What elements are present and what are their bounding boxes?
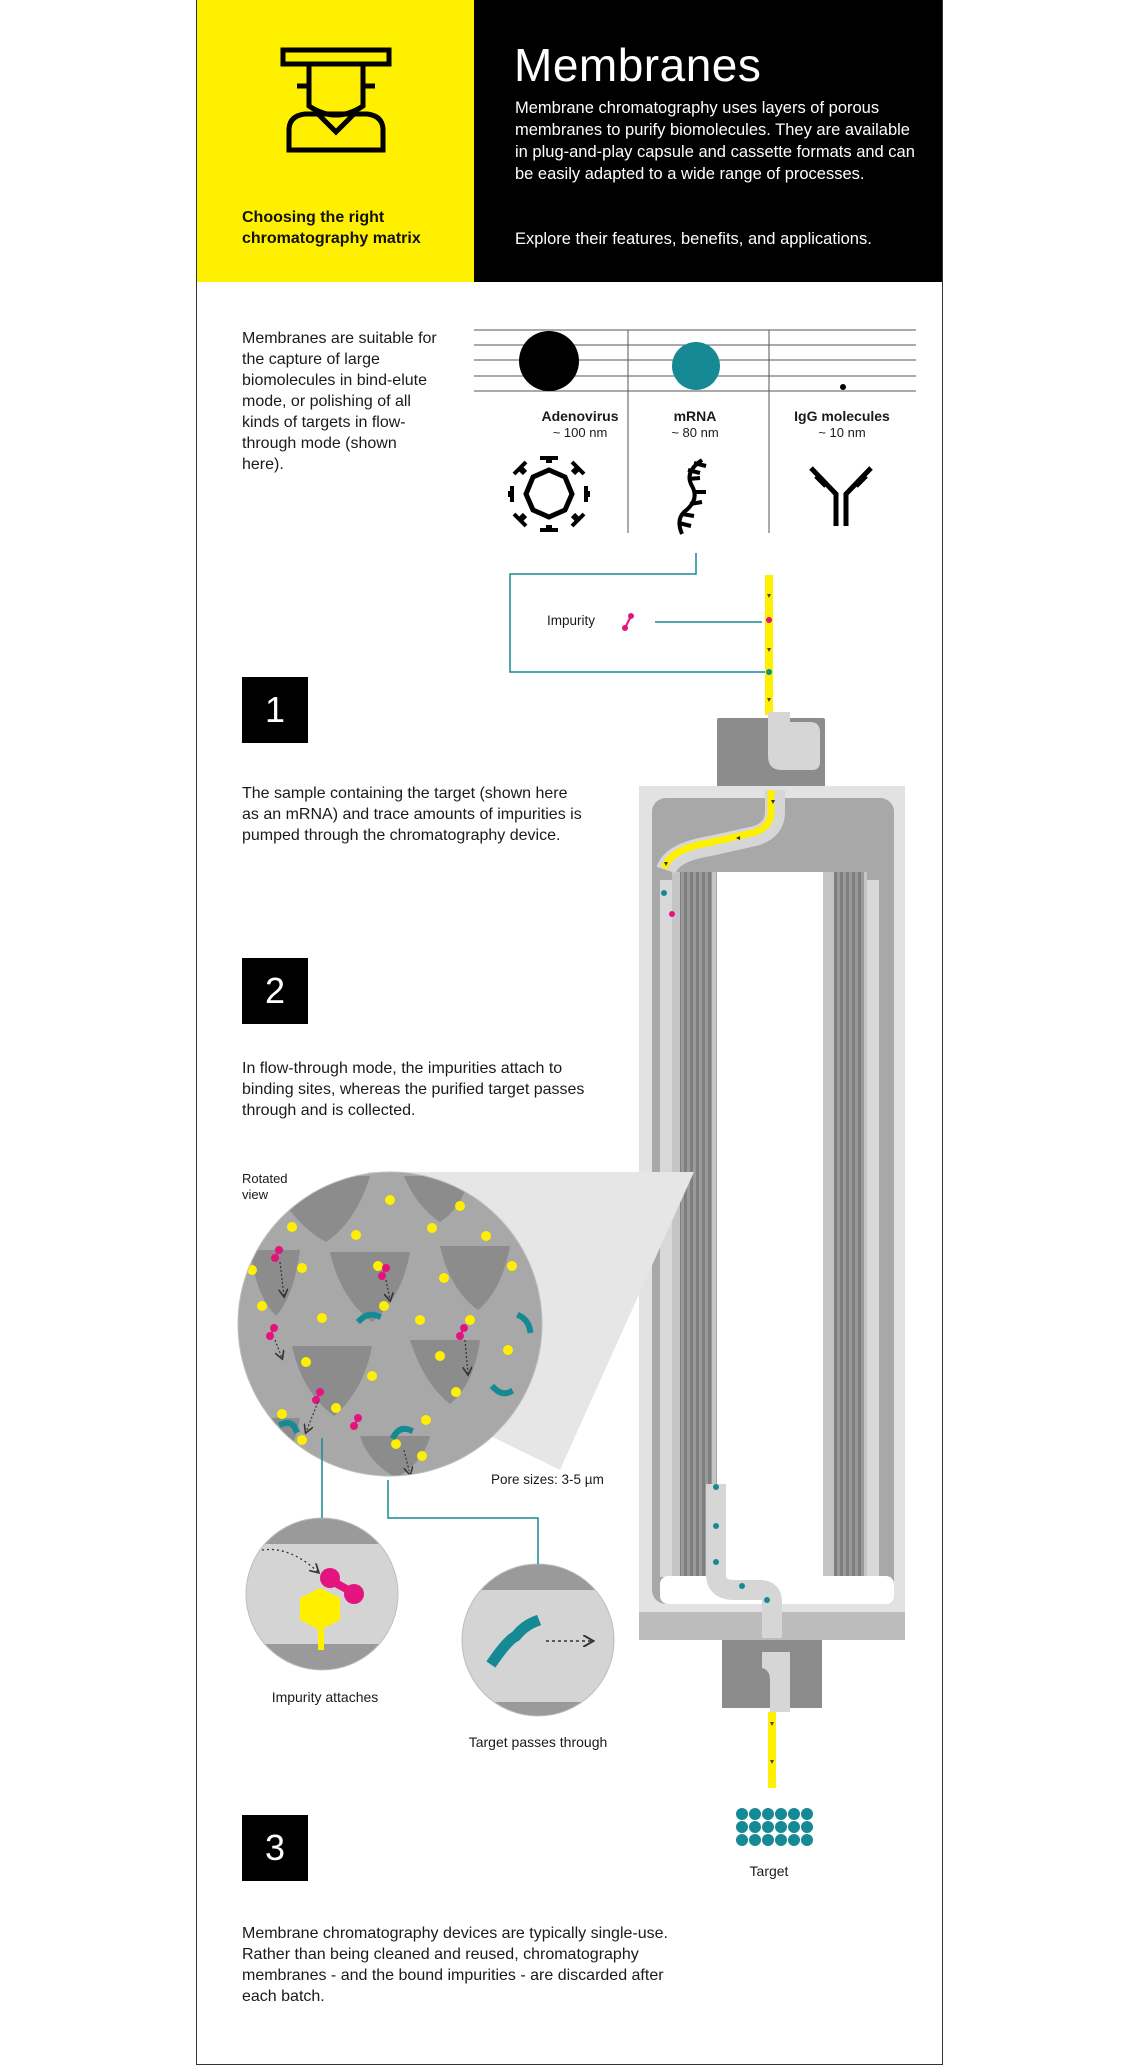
suitability-text: Membranes are suitable for the capture o… bbox=[242, 330, 437, 473]
igg-label: IgG molecules bbox=[794, 408, 890, 424]
step-2-badge: 2 bbox=[242, 958, 308, 1024]
intro-text: Membrane chromatography uses layers of p… bbox=[515, 99, 915, 183]
mrna-size-dot bbox=[672, 342, 720, 390]
adenovirus-size-dot bbox=[519, 331, 579, 391]
target-passes-label: Target passes through bbox=[468, 1734, 608, 1750]
explore-text: Explore their features, benefits, and ap… bbox=[515, 230, 872, 248]
igg-size-dot bbox=[840, 384, 846, 390]
impurity-icon bbox=[622, 613, 634, 631]
step-3-badge: 3 bbox=[242, 1815, 308, 1881]
page-title: Membranes bbox=[514, 39, 762, 91]
igg-size: ~ 10 nm bbox=[818, 425, 866, 440]
impurity-attaches-circle bbox=[246, 1518, 398, 1670]
mrna-icon bbox=[677, 458, 707, 535]
step-2-text: In flow-through mode, the impurities att… bbox=[242, 1060, 585, 1119]
rotated-view-label: Rotated view bbox=[242, 1171, 288, 1202]
impurity-label: Impurity bbox=[547, 613, 596, 628]
graduate-icon bbox=[280, 47, 392, 153]
antibody-icon bbox=[809, 466, 873, 526]
target-passes-circle bbox=[462, 1564, 614, 1716]
mrna-label: mRNA bbox=[673, 408, 717, 424]
adenovirus-label: Adenovirus bbox=[541, 408, 619, 424]
subtitle: Choosing the right chromatography matrix bbox=[242, 209, 421, 247]
target-cluster bbox=[736, 1808, 813, 1846]
step-3-text: Membrane chromatography devices are typi… bbox=[242, 1925, 668, 2005]
step-1-text: The sample containing the target (shown … bbox=[242, 785, 582, 844]
step-1-badge: 1 bbox=[242, 677, 308, 743]
header-yellow-panel bbox=[197, 0, 474, 282]
impurity-attaches-label: Impurity attaches bbox=[271, 1689, 379, 1705]
infographic-frame bbox=[196, 0, 943, 2065]
mrna-size: ~ 80 nm bbox=[671, 425, 719, 440]
pore-size-label: Pore sizes: 3-5 µm bbox=[491, 1472, 604, 1487]
header-black-panel bbox=[474, 0, 942, 282]
adenovirus-size: ~ 100 nm bbox=[552, 425, 608, 440]
target-label: Target bbox=[749, 1863, 789, 1879]
adenovirus-icon bbox=[508, 456, 590, 532]
